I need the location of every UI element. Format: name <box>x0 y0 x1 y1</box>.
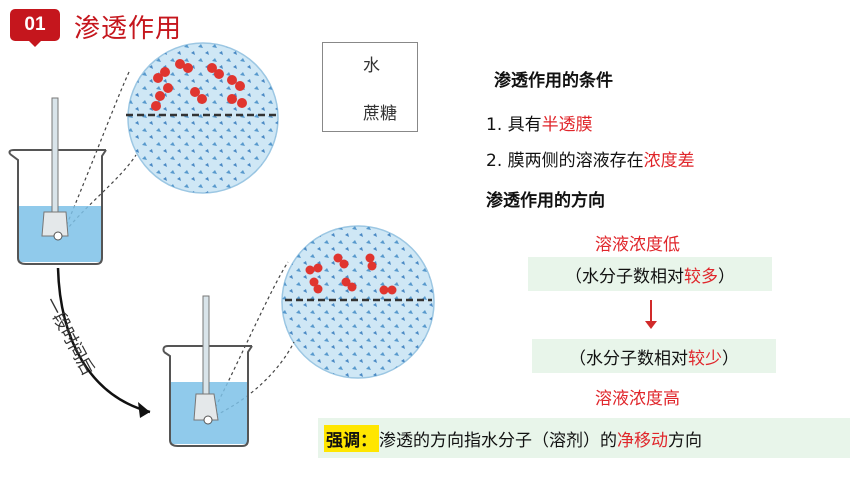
badge-pointer <box>28 40 42 47</box>
more-water-suffix: ） <box>718 266 735 287</box>
low-concentration-label: 溶液浓度低 <box>595 235 680 255</box>
direction-arrow-shaft <box>650 300 652 323</box>
time-arrow <box>56 267 151 414</box>
emphasis-note: 强调：渗透的方向指水分子（溶剂）的净移动方向 <box>318 418 850 458</box>
condition-2-highlight: 浓度差 <box>643 151 695 171</box>
section-number-badge: 01 <box>10 9 60 41</box>
direction-arrow-down-icon <box>645 321 657 329</box>
direction-heading: 渗透作用的方向 <box>486 191 605 211</box>
condition-item-1: 1. 具有半透膜 <box>486 110 593 135</box>
magnified-view-before <box>126 42 280 194</box>
less-water-suffix: ） <box>722 348 739 369</box>
more-water-prefix: （水分子数相对 <box>565 266 684 287</box>
magnified-view-after <box>281 225 435 379</box>
less-water-prefix: （水分子数相对 <box>569 348 688 369</box>
conditions-heading: 渗透作用的条件 <box>494 71 613 91</box>
page-title: 渗透作用 <box>74 14 183 44</box>
more-water-box: （水分子数相对较多） <box>528 257 772 291</box>
legend-box: 水 蔗糖 <box>322 42 418 132</box>
more-water-highlight: 较多 <box>684 266 718 287</box>
beaker-before <box>8 97 107 265</box>
less-water-highlight: 较少 <box>688 348 722 369</box>
beaker-after <box>162 295 253 447</box>
condition-2-text: 2. 膜两侧的溶液存在 <box>486 151 644 171</box>
emphasis-suffix: 方向 <box>668 430 702 451</box>
emphasis-highlight: 净移动 <box>617 430 668 451</box>
sugar-molecules-after <box>305 253 397 295</box>
condition-item-2: 2. 膜两侧的溶液存在浓度差 <box>486 146 695 171</box>
legend-sucrose-label: 蔗糖 <box>363 104 397 124</box>
emphasis-label: 强调： <box>324 424 379 452</box>
less-water-box: （水分子数相对较少） <box>532 339 776 373</box>
legend-water-label: 水 <box>363 56 380 76</box>
sugar-molecules-before <box>151 59 247 111</box>
condition-1-highlight: 半透膜 <box>541 115 593 135</box>
high-concentration-label: 溶液浓度高 <box>595 389 680 409</box>
emphasis-text: 渗透的方向指水分子（溶剂）的 <box>379 430 617 451</box>
condition-1-text: 1. 具有 <box>486 115 542 135</box>
